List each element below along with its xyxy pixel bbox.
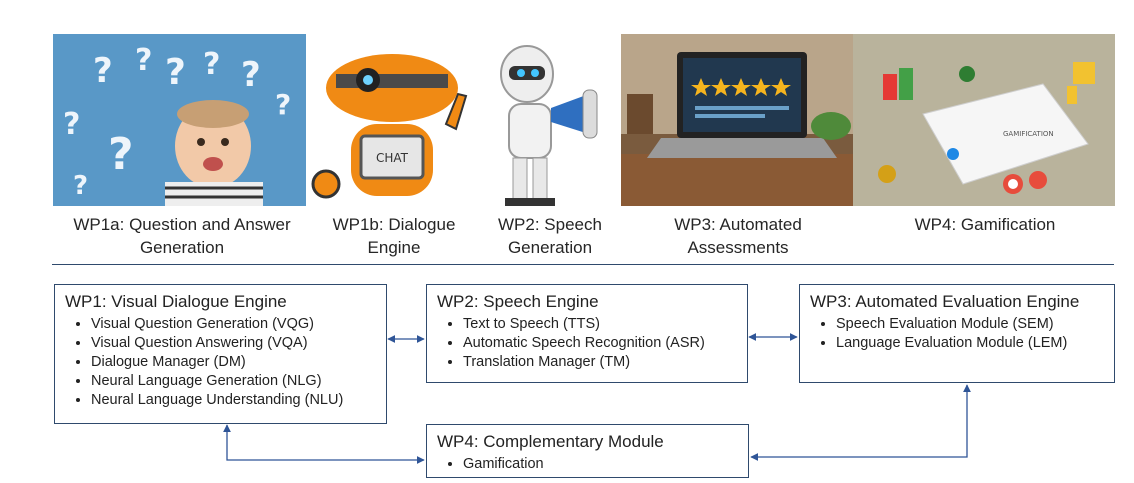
list-item: Automatic Speech Recognition (ASR) <box>463 334 737 353</box>
svg-text:GAMIFICATION: GAMIFICATION <box>1003 130 1054 138</box>
caption-wp3: WP3: Automated Assessments <box>650 213 826 259</box>
caption-wp4: WP4: Gamification <box>880 213 1090 236</box>
megaphone-robot-image <box>479 34 621 206</box>
caption-wp4-line1: WP4: Gamification <box>914 215 1056 234</box>
list-item: Visual Question Generation (VQG) <box>91 315 376 334</box>
list-item: Language Evaluation Module (LEM) <box>836 334 1104 353</box>
chat-screen-label: CHAT <box>376 151 409 165</box>
list-item: Speech Evaluation Module (SEM) <box>836 315 1104 334</box>
wp3-title: WP3: Automated Evaluation Engine <box>810 292 1080 311</box>
wp2-box: WP2: Speech Engine Text to Speech (TTS) … <box>426 284 748 383</box>
wp4-title: WP4: Complementary Module <box>437 432 664 451</box>
caption-wp1b-line1: WP1b: Dialogue <box>332 215 456 234</box>
list-item: Dialogue Manager (DM) <box>91 353 376 372</box>
list-item: Neural Language Understanding (NLU) <box>91 391 376 410</box>
wp2-list: Text to Speech (TTS) Automatic Speech Re… <box>437 315 737 372</box>
svg-text:?: ? <box>135 43 152 78</box>
wp3-list: Speech Evaluation Module (SEM) Language … <box>810 315 1104 353</box>
caption-wp3-line2: Assessments <box>687 238 789 257</box>
laptop-rating-image <box>621 34 853 206</box>
wp3-box: WP3: Automated Evaluation Engine Speech … <box>799 284 1115 383</box>
caption-wp2-line2: Generation <box>507 238 593 257</box>
baby-question-image: ? ? ? ? ? ? ? ? ? <box>53 34 306 206</box>
list-item: Gamification <box>463 455 738 474</box>
svg-text:?: ? <box>63 107 80 142</box>
list-item: Translation Manager (TM) <box>463 353 737 372</box>
svg-text:?: ? <box>165 52 186 93</box>
caption-wp1a-line1: WP1a: Question and Answer <box>73 215 291 234</box>
svg-text:?: ? <box>241 55 261 95</box>
list-item: Visual Question Answering (VQA) <box>91 334 376 353</box>
wp1-box: WP1: Visual Dialogue Engine Visual Quest… <box>54 284 387 424</box>
caption-wp1b: WP1b: Dialogue Engine <box>316 213 472 259</box>
section-divider <box>52 264 1114 265</box>
arrow-wp1-wp4 <box>223 424 425 464</box>
svg-text:?: ? <box>108 129 134 180</box>
list-item: Text to Speech (TTS) <box>463 315 737 334</box>
wp4-box: WP4: Complementary Module Gamification <box>426 424 749 478</box>
gamification-image: GAMIFICATION <box>853 34 1115 206</box>
caption-wp3-line1: WP3: Automated <box>674 215 802 234</box>
arrow-wp4-wp3 <box>750 384 971 461</box>
caption-wp2: WP2: Speech Generation <box>478 213 622 259</box>
caption-wp1a: WP1a: Question and Answer Generation <box>53 213 311 259</box>
svg-text:?: ? <box>203 47 220 82</box>
caption-wp2-line1: WP2: Speech <box>498 215 602 234</box>
svg-text:?: ? <box>93 51 113 91</box>
caption-wp1b-line2: Engine <box>367 238 421 257</box>
svg-text:?: ? <box>73 171 88 201</box>
wp2-title: WP2: Speech Engine <box>437 292 599 311</box>
wp4-list: Gamification <box>437 455 738 474</box>
wp1-list: Visual Question Generation (VQG) Visual … <box>65 315 376 410</box>
list-item: Neural Language Generation (NLG) <box>91 372 376 391</box>
chat-robot-image: CHAT <box>306 34 479 206</box>
wp1-title: WP1: Visual Dialogue Engine <box>65 292 287 311</box>
svg-text:?: ? <box>275 88 291 121</box>
caption-wp1a-line2: Generation <box>139 238 225 257</box>
